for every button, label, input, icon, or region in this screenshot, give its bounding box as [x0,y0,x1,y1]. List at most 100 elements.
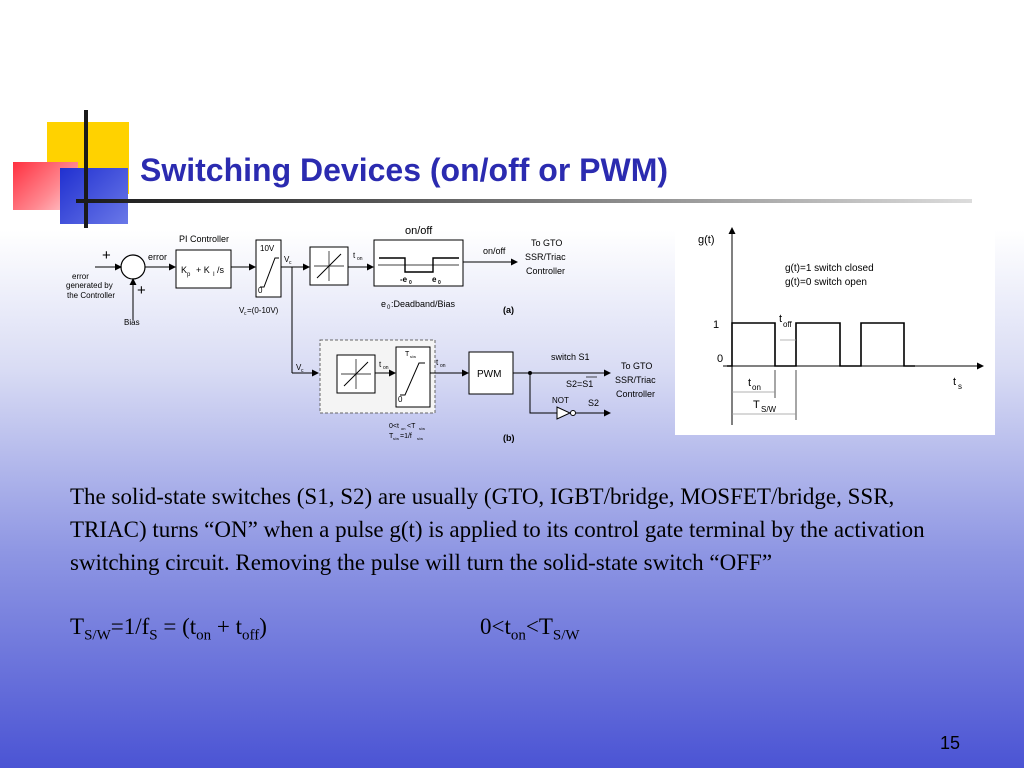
vc-b-sub: c [301,368,304,374]
ton-b2-label: t [436,358,439,367]
e0-deadband-rest: :Deadband/Bias [391,299,456,309]
level-0-label: 0 [717,353,723,365]
body-paragraph: The solid-state switches (S1, S2) are us… [70,484,925,575]
not-gate [556,406,572,420]
tsw-b-label: T [405,351,410,358]
range-line2-a: T [389,433,394,440]
cond-a: 0<t [480,614,511,639]
to-gto-a-line1: To GTO [531,238,562,248]
s2-label: S2 [588,398,599,408]
error-label: error [148,252,167,262]
ton-b-label: t [379,360,382,369]
e0-deadband-sub: 0 [387,305,391,311]
formula-eq: =1/f [110,614,150,639]
toff-sub: off [783,320,793,329]
ts-axis-label: t [953,376,956,388]
plus-top-sign: + [102,247,111,264]
range-line2-b: s/w [393,436,399,441]
pi-gain-s: /s [217,265,225,275]
pi-gain-plus: + K [196,265,210,275]
level-1-label: 1 [713,319,719,331]
range-line1-a: 0<t [389,423,399,430]
plus-bottom-sign: + [137,282,146,299]
pwm-box [468,351,514,395]
to-gto-a-line3: Controller [526,266,565,276]
formula-T-sub: S/W [84,627,111,644]
bias-label: Bias [124,318,140,327]
formula-plus: + t [211,614,243,639]
label-a: (a) [503,305,514,315]
tsw-wave-sub: S/W [761,405,777,414]
error-generated-line1: error [72,272,89,281]
vc-label: V [284,255,290,264]
vc-sub: c [289,260,292,266]
page-number: 15 [940,733,961,753]
formula-mid: = (t [157,614,197,639]
onoff-out-label: on/off [483,246,506,256]
cond-b: <T [525,614,553,639]
slide-title: Switching Devices (on/off or PWM) [140,152,669,188]
ts-axis-sub: s [958,382,962,391]
error-generated-line3: the Controller [67,291,115,300]
not-label: NOT [552,396,569,405]
ton-a-sub: on [357,256,363,262]
ton-b2-sub: on [440,363,446,369]
s2-eq-label: S2=S1 [566,379,593,389]
deadband-pos-sub: 0 [438,280,441,286]
range-line2-c: =1/f [400,433,412,440]
decoration-vertical-line [84,110,88,228]
error-generated-line2: generated by [66,281,113,290]
to-gto-b-line2: SSR/Triac [615,375,656,385]
tsw-b-sub: s/w [410,354,416,359]
pi-gain-p-sub: p [187,272,191,278]
vc-b-label: V [296,363,302,372]
to-gto-a-line2: SSR/Triac [525,252,566,262]
onoff-top-label: on/off [405,225,433,237]
to-gto-b-line1: To GTO [621,361,652,371]
vc-range-v: V [239,306,245,315]
range-line2-d: s/w [417,436,423,441]
formula-on-sub: on [196,627,212,644]
cond-sw-sub: S/W [552,627,580,644]
ton-b-sub: on [383,365,389,371]
period-formula: TS/W=1/fS = (ton + toff) [70,614,267,645]
pi-gain-i-sub: I [213,272,215,278]
pwm-pulse-train [727,322,915,367]
deadband-neg-label: -e [400,275,408,284]
ton-wave-sub: on [752,383,761,392]
deadband-neg-sub: 0 [409,280,412,286]
to-gto-b-line3: Controller [616,389,655,399]
deadband-pos-label: e [432,275,437,284]
ton-wave-label: t [748,377,751,389]
diagram-part-b: V c t on T s/w 0 t on 0<t on <T s/w T s/… [292,339,656,443]
toff-label: t [779,313,782,325]
label-b: (b) [503,433,515,443]
switch-s1-label: switch S1 [551,352,590,362]
range-line1-b: on [401,426,405,431]
sat-0-b-label: 0 [398,395,403,404]
cond-on-sub: on [510,627,526,644]
formula-T: T [70,614,85,639]
pwm-label: PWM [477,369,501,380]
tsw-wave-label: T [753,399,760,411]
sat-10v-label: 10V [260,244,275,253]
pi-gain-k: K [181,265,187,275]
waveform-plot: g(t) g(t)=1 switch closed g(t)=0 switch … [675,220,995,435]
body-paragraph-block: The solid-state switches (S1, S2) are us… [70,480,950,579]
summing-junction [120,254,146,280]
vc-range-sub: c [244,311,247,317]
ton-a-label: t [353,251,356,260]
e0-deadband-label: e [381,299,386,309]
pi-controller-box [175,249,232,289]
sat-0-label: 0 [258,286,263,295]
vc-range-rest: =(0-10V) [247,306,279,315]
legend-line2: g(t)=0 switch open [785,277,867,288]
range-line1-d: s/w [419,426,425,431]
control-diagram: + + error generated by the Controller Bi… [66,220,995,443]
legend-line1: g(t)=1 switch closed [785,263,874,274]
decoration-blue-square [60,168,128,224]
formula-close: ) [259,614,267,639]
formula-f-sub: S [149,627,158,644]
pi-controller-label: PI Controller [179,234,229,244]
diagram-part-a: + + error generated by the Controller Bi… [66,225,566,373]
